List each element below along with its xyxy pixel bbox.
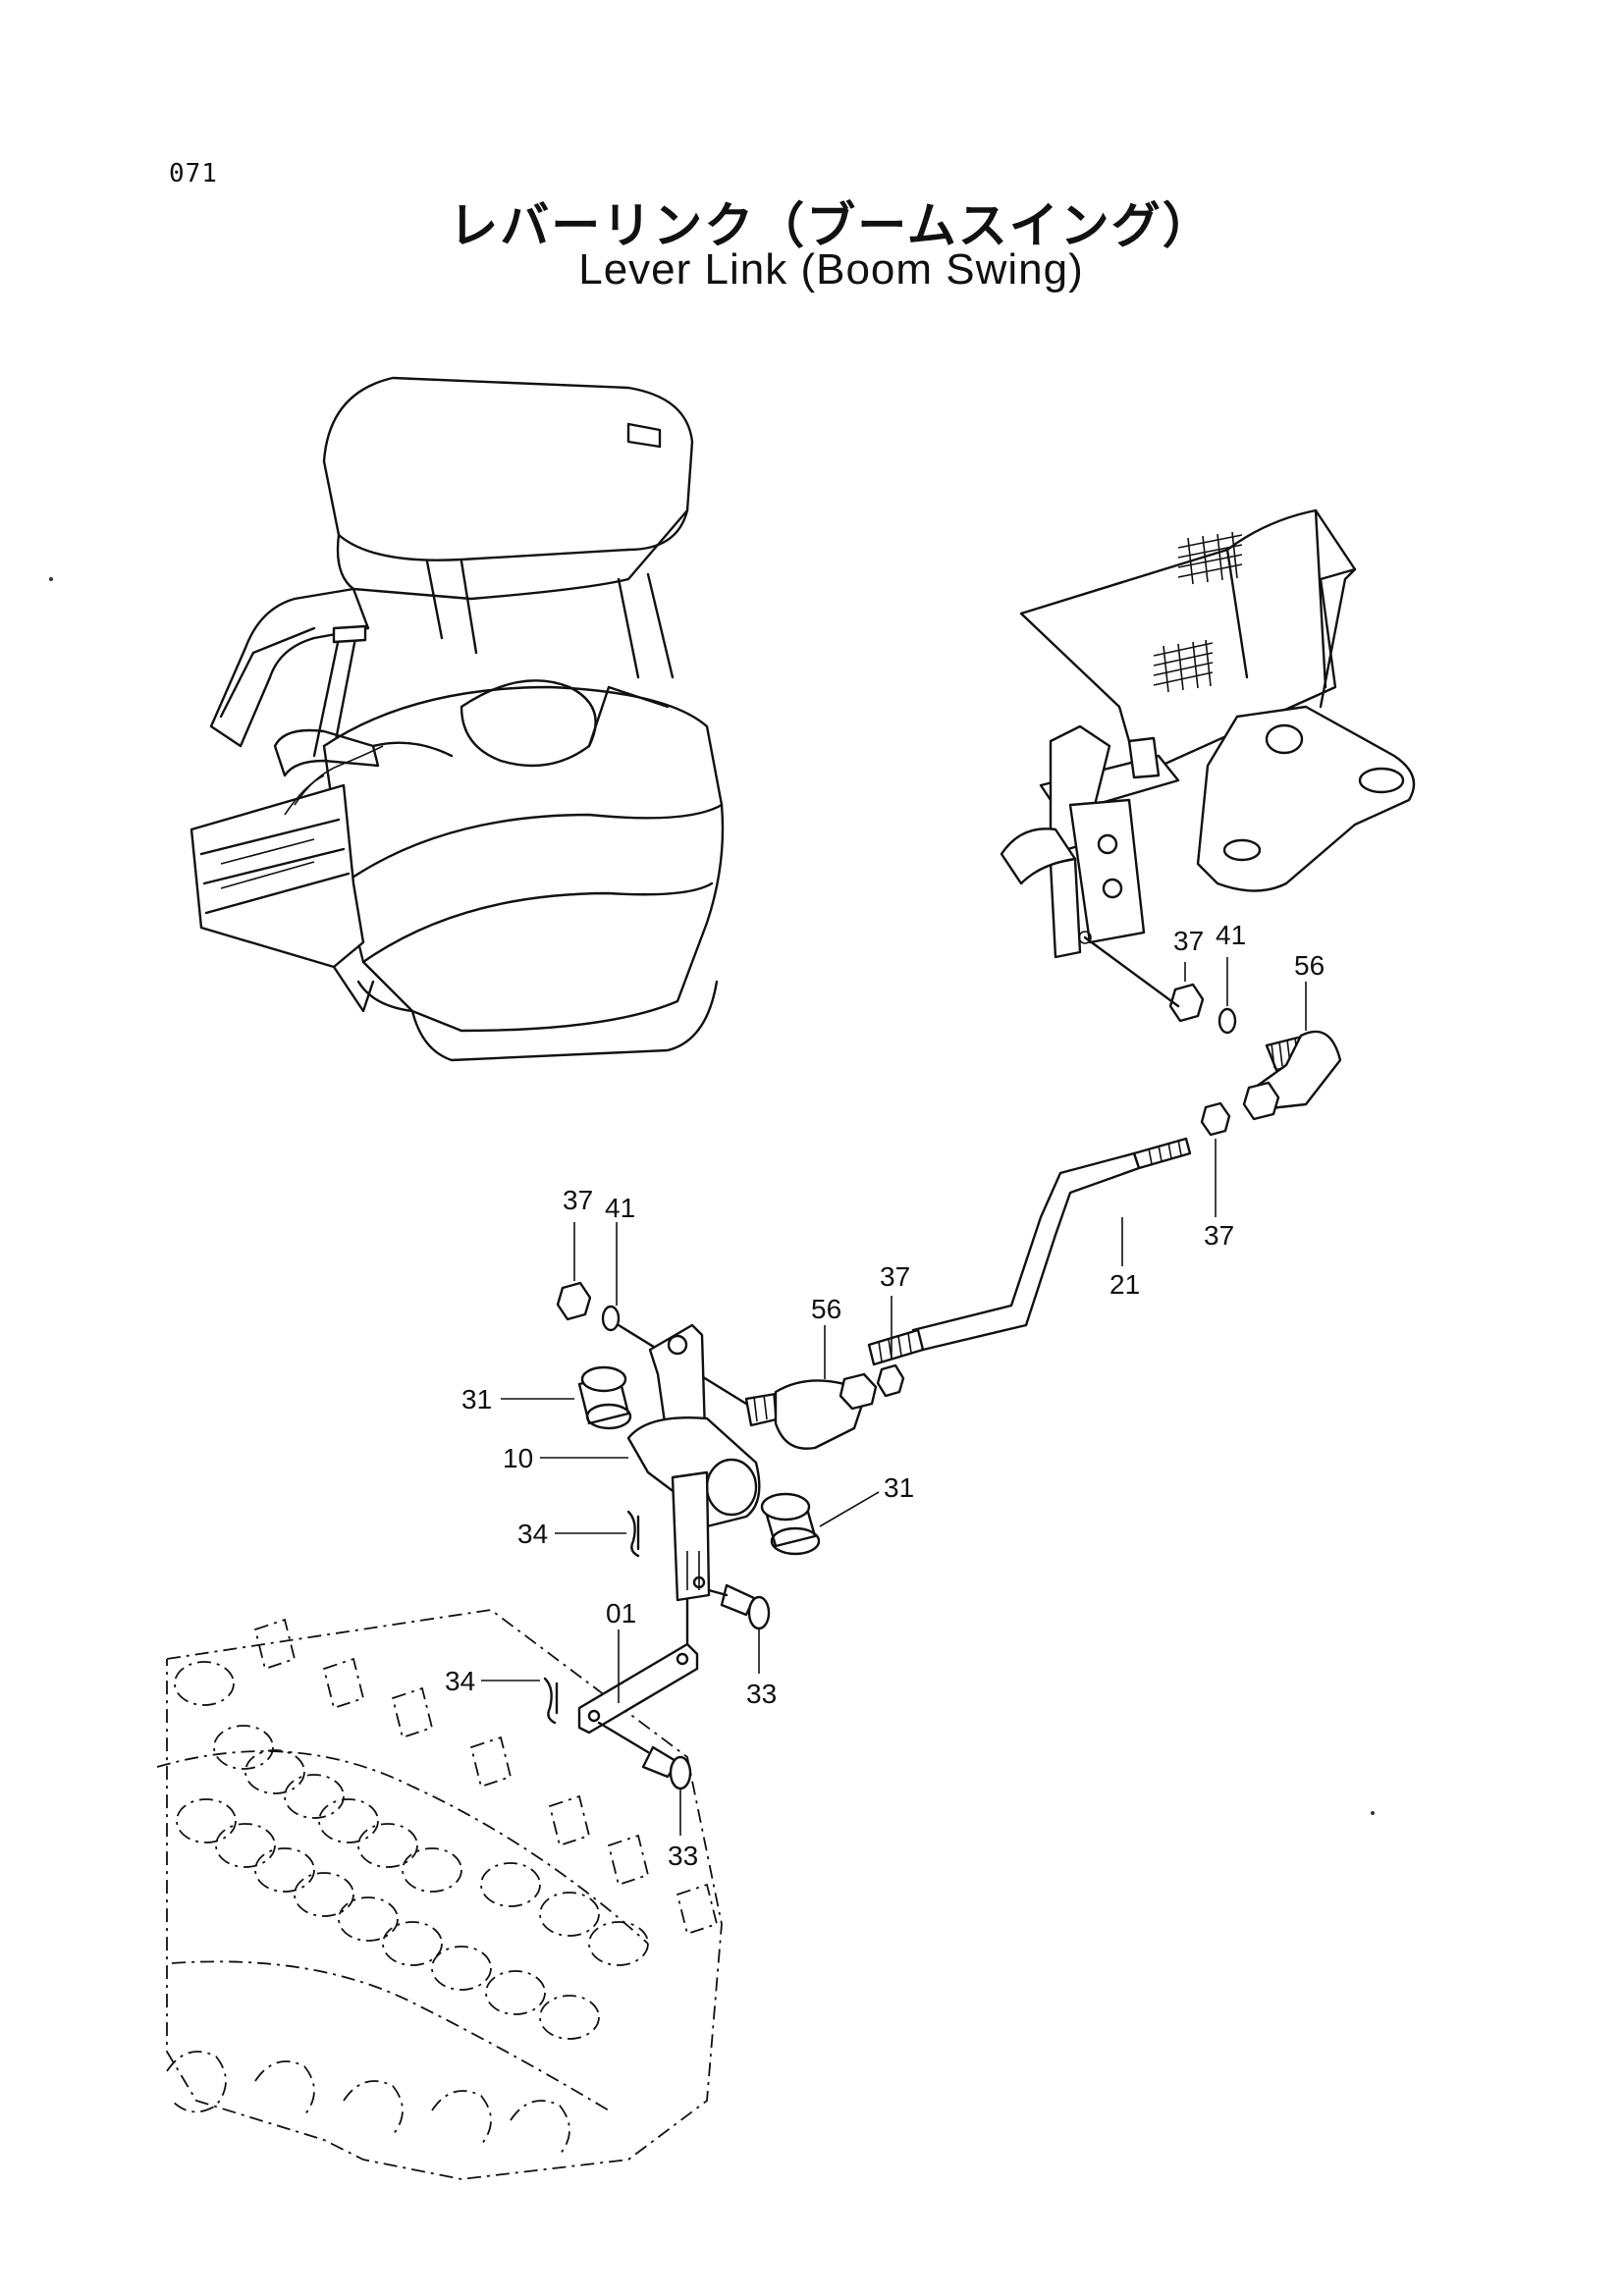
valve-spool-plugs xyxy=(174,1661,649,2040)
callout-37: 37 xyxy=(1173,926,1204,956)
ball-joint-56-upper xyxy=(1242,1030,1342,1121)
snap-ring-41-upper xyxy=(1217,1007,1237,1035)
callout-21: 21 xyxy=(1109,1269,1140,1300)
callout-56: 56 xyxy=(811,1294,841,1324)
callout-41: 41 xyxy=(1216,920,1246,950)
page-number: 071 xyxy=(169,159,218,188)
exploded-link-parts xyxy=(543,935,1342,1790)
callout-10: 10 xyxy=(503,1443,533,1473)
pin-33-upper xyxy=(720,1583,771,1630)
crosshatch-pad-upper xyxy=(1177,531,1243,585)
bushing-31-right xyxy=(760,1492,821,1556)
callout-37: 37 xyxy=(1204,1220,1234,1251)
callout-34: 34 xyxy=(445,1666,475,1696)
scan-speck xyxy=(49,577,53,581)
cotter-pin-34-upper xyxy=(626,1510,640,1558)
callout-labels: 37 41 56 37 21 37 41 56 37 31 10 31 34 0… xyxy=(445,920,1325,1871)
callout-33: 33 xyxy=(746,1679,777,1709)
snap-ring-41-left xyxy=(601,1305,621,1332)
scan-speck xyxy=(1371,1811,1375,1815)
nut-37-upper xyxy=(1168,983,1205,1023)
title-english: Lever Link (Boom Swing) xyxy=(578,245,1084,294)
bushing-31-left xyxy=(577,1365,632,1430)
valve-fittings xyxy=(253,1618,719,1936)
ball-joint-56-center xyxy=(744,1372,878,1450)
operator-seat-assembly xyxy=(189,376,725,1062)
pedal-bracket-assembly xyxy=(1000,508,1416,959)
callout-31: 31 xyxy=(461,1384,492,1415)
cotter-pin-34-lower xyxy=(543,1677,559,1725)
crosshatch-pad-lower xyxy=(1153,639,1214,693)
callout-33: 33 xyxy=(668,1841,698,1871)
lever-10 xyxy=(626,1323,761,1602)
callout-41: 41 xyxy=(605,1193,635,1223)
control-valve-block xyxy=(156,1609,723,2180)
callout-34: 34 xyxy=(517,1519,548,1549)
nut-37-left xyxy=(556,1281,592,1321)
nut-37-rod xyxy=(1200,1101,1231,1137)
center-line-upper xyxy=(1083,935,1180,1008)
title-japanese: レバーリンク（ブームスイング） xyxy=(449,197,1214,254)
callout-01: 01 xyxy=(606,1598,636,1629)
nut-37-center xyxy=(876,1363,905,1398)
pin-33-lower xyxy=(641,1745,692,1790)
callout-31: 31 xyxy=(884,1472,914,1503)
rod-21 xyxy=(867,1137,1192,1366)
callout-leader-lines xyxy=(481,957,1307,1836)
callout-37: 37 xyxy=(880,1261,910,1292)
callout-37: 37 xyxy=(563,1185,593,1215)
callout-56: 56 xyxy=(1294,950,1325,981)
